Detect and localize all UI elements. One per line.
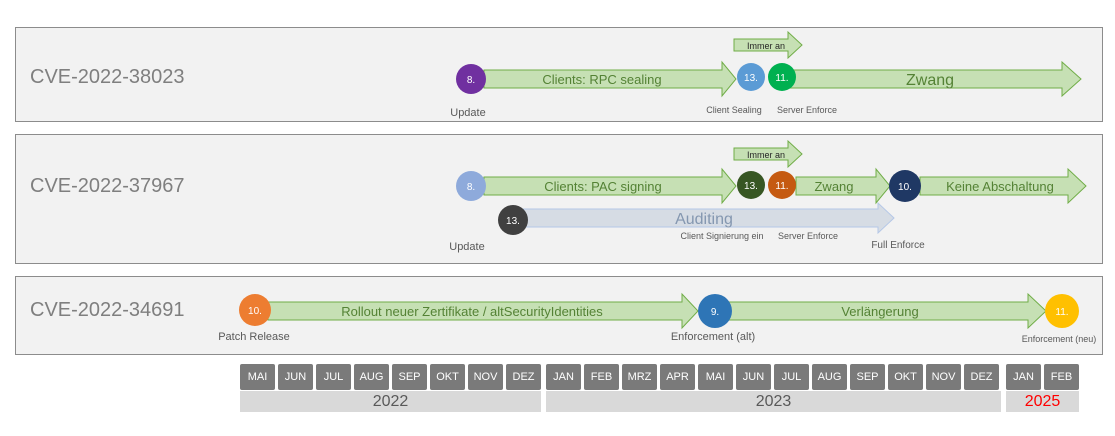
immer-an-arrow: Immer an bbox=[733, 30, 803, 60]
milestone-number: 10. bbox=[898, 182, 912, 193]
immer-an-arrow: Immer an bbox=[733, 139, 803, 169]
milestone-patch-release: 10. Patch Release bbox=[218, 294, 290, 343]
month-box: MAI bbox=[240, 364, 275, 390]
milestone-number: 11. bbox=[1055, 307, 1068, 318]
milestone-label: Server Enforce bbox=[778, 231, 838, 241]
cve-label: CVE-2022-37967 bbox=[30, 175, 185, 197]
zwang-arrow: Zwang bbox=[789, 60, 1082, 98]
milestone-label: Client Sealing bbox=[706, 105, 762, 115]
pac-signing-arrow: Clients: PAC signing bbox=[483, 167, 737, 205]
arrow-label: Zwang bbox=[814, 179, 853, 194]
milestone-number: 11. bbox=[775, 181, 788, 192]
milestone-enforcement-neu: 11. Enforcement (neu) bbox=[1022, 294, 1097, 344]
milestone-number: 9. bbox=[711, 307, 719, 318]
month-box: NOV bbox=[468, 364, 503, 390]
month-box: FEB bbox=[1044, 364, 1079, 390]
year-bar: 2022 bbox=[240, 391, 541, 412]
milestone-label: Server Enforce bbox=[777, 105, 837, 115]
month-box: SEP bbox=[850, 364, 885, 390]
verlaengerung-arrow: Verlängerung bbox=[727, 292, 1047, 330]
arrow-label: Keine Abschaltung bbox=[946, 179, 1054, 194]
month-box: JUL bbox=[774, 364, 809, 390]
month-box: DEZ bbox=[506, 364, 541, 390]
milestone-client-sealing: 13. Client Sealing bbox=[706, 63, 765, 115]
arrow-label: Clients: RPC sealing bbox=[542, 72, 661, 87]
milestone-number: 8. bbox=[467, 182, 475, 193]
rpc-sealing-arrow: Clients: RPC sealing bbox=[483, 60, 737, 98]
immer-an-label: Immer an bbox=[747, 150, 785, 160]
month-box: APR bbox=[660, 364, 695, 390]
milestone-label: Enforcement (neu) bbox=[1022, 334, 1097, 344]
milestone-client-signing: 13. Client Signierung ein bbox=[680, 171, 765, 241]
milestone-update: 8. Update bbox=[449, 171, 486, 253]
milestone-label: Patch Release bbox=[218, 331, 290, 343]
year-bar: 2025 bbox=[1006, 391, 1079, 412]
month-box: JAN bbox=[1006, 364, 1041, 390]
milestone-label: Update bbox=[449, 241, 484, 253]
arrow-label: Zwang bbox=[906, 72, 954, 89]
arrow-label: Clients: PAC signing bbox=[544, 179, 662, 194]
month-box: JUN bbox=[278, 364, 313, 390]
cve-panel-2: CVE-2022-37967 bbox=[15, 134, 1103, 264]
keine-abschaltung-arrow: Keine Abschaltung bbox=[919, 167, 1087, 205]
milestone-number: 11. bbox=[775, 73, 788, 84]
arrow-label: Auditing bbox=[675, 211, 733, 228]
milestone-server-enforce: 11. Server Enforce bbox=[768, 171, 838, 241]
zwang-arrow: Zwang bbox=[795, 167, 891, 205]
month-box: FEB bbox=[584, 364, 619, 390]
month-box: MAI bbox=[698, 364, 733, 390]
month-box: AUG bbox=[812, 364, 847, 390]
milestone-update: 8. Update bbox=[450, 64, 486, 119]
immer-an-label: Immer an bbox=[747, 41, 785, 51]
milestone-number: 13. bbox=[744, 181, 758, 192]
milestone-auditing: 13. bbox=[498, 205, 528, 235]
month-box: MRZ bbox=[622, 364, 657, 390]
month-box: DEZ bbox=[964, 364, 999, 390]
month-box: AUG bbox=[354, 364, 389, 390]
milestone-number: 10. bbox=[248, 306, 262, 317]
milestone-label: Update bbox=[450, 107, 485, 119]
cve-label: CVE-2022-38023 bbox=[30, 66, 185, 88]
month-box: JUL bbox=[316, 364, 351, 390]
month-box: NOV bbox=[926, 364, 961, 390]
month-box: OKT bbox=[430, 364, 465, 390]
milestone-enforcement-alt: 9. Enforcement (alt) bbox=[671, 294, 755, 343]
milestone-label: Full Enforce bbox=[871, 240, 925, 251]
milestone-server-enforce: 11. Server Enforce bbox=[768, 63, 837, 115]
milestone-number: 13. bbox=[744, 73, 758, 84]
milestone-full-enforce: 10. Full Enforce bbox=[871, 170, 925, 251]
milestone-label: Enforcement (alt) bbox=[671, 331, 755, 343]
month-box: JUN bbox=[736, 364, 771, 390]
arrow-label: Verlängerung bbox=[841, 304, 918, 319]
rollout-arrow: Rollout neuer Zertifikate / altSecurityI… bbox=[267, 292, 699, 330]
month-box: SEP bbox=[392, 364, 427, 390]
milestone-label: Client Signierung ein bbox=[680, 231, 763, 241]
arrow-label: Rollout neuer Zertifikate / altSecurityI… bbox=[341, 304, 603, 319]
month-box: OKT bbox=[888, 364, 923, 390]
milestone-number: 8. bbox=[467, 75, 475, 86]
auditing-arrow: Auditing bbox=[519, 201, 895, 235]
year-bar: 2023 bbox=[546, 391, 1001, 412]
milestone-number: 13. bbox=[506, 216, 520, 227]
month-box: JAN bbox=[546, 364, 581, 390]
cve-label: CVE-2022-34691 bbox=[30, 299, 185, 321]
